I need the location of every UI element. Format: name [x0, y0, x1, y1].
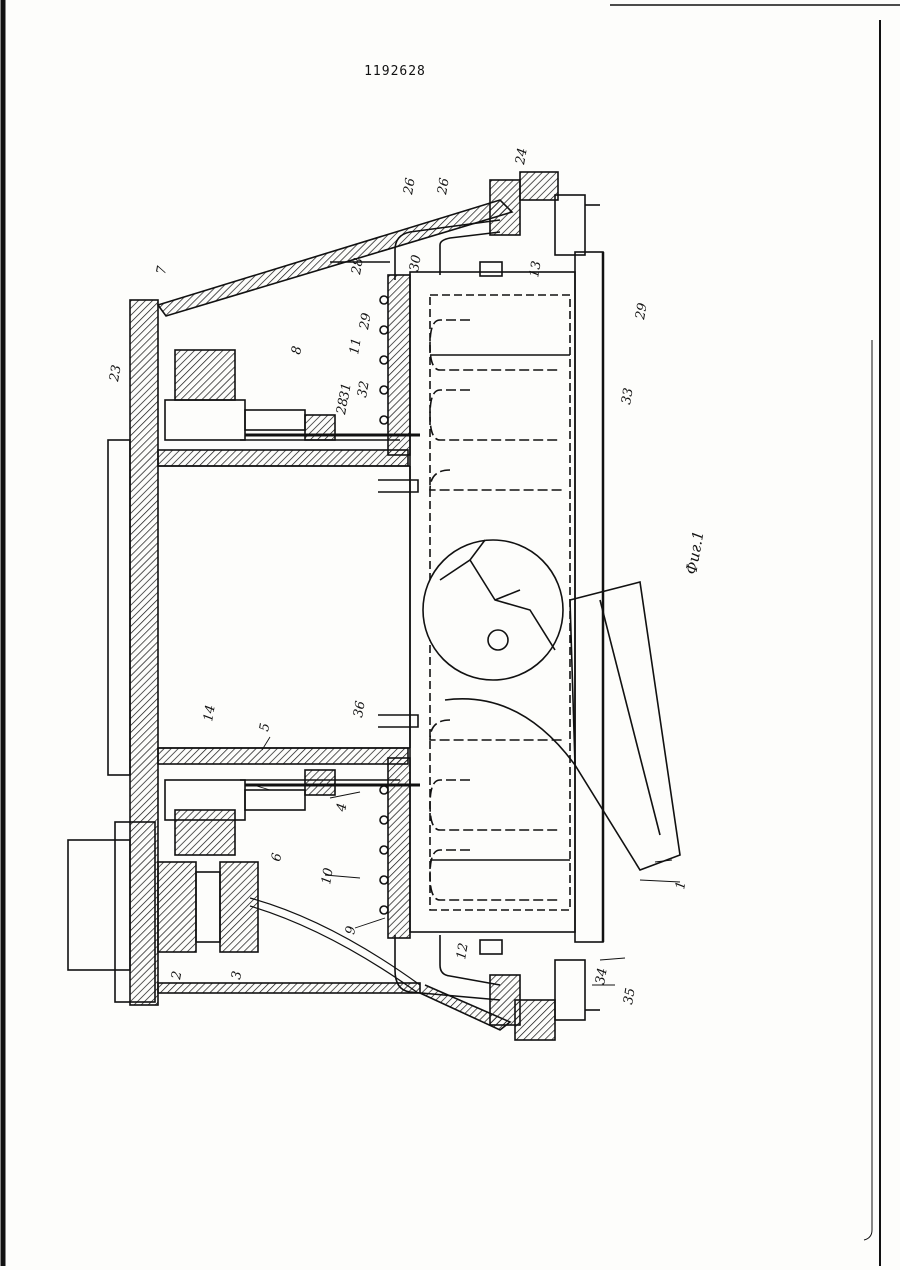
label-2: 2 — [169, 970, 185, 982]
patent-number: 1192628 — [355, 64, 435, 79]
pipe-wall-right — [158, 748, 408, 764]
label-26b: 26 — [435, 177, 453, 197]
label-29a: 29 — [357, 312, 375, 332]
label-31: 31 — [337, 382, 355, 401]
bearing-assembly-lower — [165, 770, 400, 855]
label-29b: 29 — [633, 302, 651, 322]
label-34: 34 — [593, 967, 611, 986]
end-fitting-bottom — [490, 960, 600, 1040]
label-6: 6 — [269, 852, 285, 863]
label-30: 30 — [407, 254, 425, 273]
label-1: 1 — [673, 880, 689, 891]
top-flange — [130, 300, 158, 1005]
heating-elements-lower — [430, 720, 565, 900]
central-pipe — [108, 440, 130, 775]
pipe-wall-left — [158, 450, 408, 466]
gear-2 — [158, 862, 220, 952]
cutaway-view — [423, 540, 563, 680]
label-26a: 26 — [401, 177, 419, 197]
component-13 — [480, 262, 502, 276]
conical-cover — [158, 200, 512, 316]
discharge-chute — [570, 582, 680, 870]
label-8: 8 — [289, 345, 305, 356]
heating-elements-upper — [430, 320, 565, 490]
thermocouple-upper — [378, 480, 418, 492]
label-33: 33 — [619, 387, 637, 406]
label-14: 14 — [201, 704, 219, 723]
end-fitting-top — [490, 172, 600, 255]
label-28a: 28 — [349, 257, 367, 277]
label-36: 36 — [351, 700, 369, 719]
label-35: 35 — [621, 987, 639, 1006]
label-9: 9 — [343, 925, 359, 936]
label-5: 5 — [257, 722, 273, 733]
heater-jacket-lower — [388, 758, 410, 938]
coil-row-upper — [380, 296, 388, 424]
label-32: 32 — [355, 380, 373, 399]
component-12 — [480, 940, 502, 954]
motor-block — [68, 840, 130, 970]
housing-wall-bottom — [158, 983, 420, 993]
label-24: 24 — [513, 147, 531, 167]
label-3: 3 — [229, 970, 245, 981]
label-4: 4 — [334, 802, 350, 814]
coil-row-lower — [380, 786, 388, 914]
label-7: 7 — [154, 264, 170, 275]
label-10: 10 — [319, 867, 337, 886]
label-12: 12 — [454, 942, 472, 961]
heater-jacket-upper — [388, 275, 410, 455]
figure-caption: Фиг.1 — [682, 529, 707, 575]
label-11: 11 — [347, 337, 365, 356]
label-23: 23 — [107, 364, 125, 384]
label-13: 13 — [527, 260, 545, 279]
thermocouple-lower — [378, 715, 418, 727]
